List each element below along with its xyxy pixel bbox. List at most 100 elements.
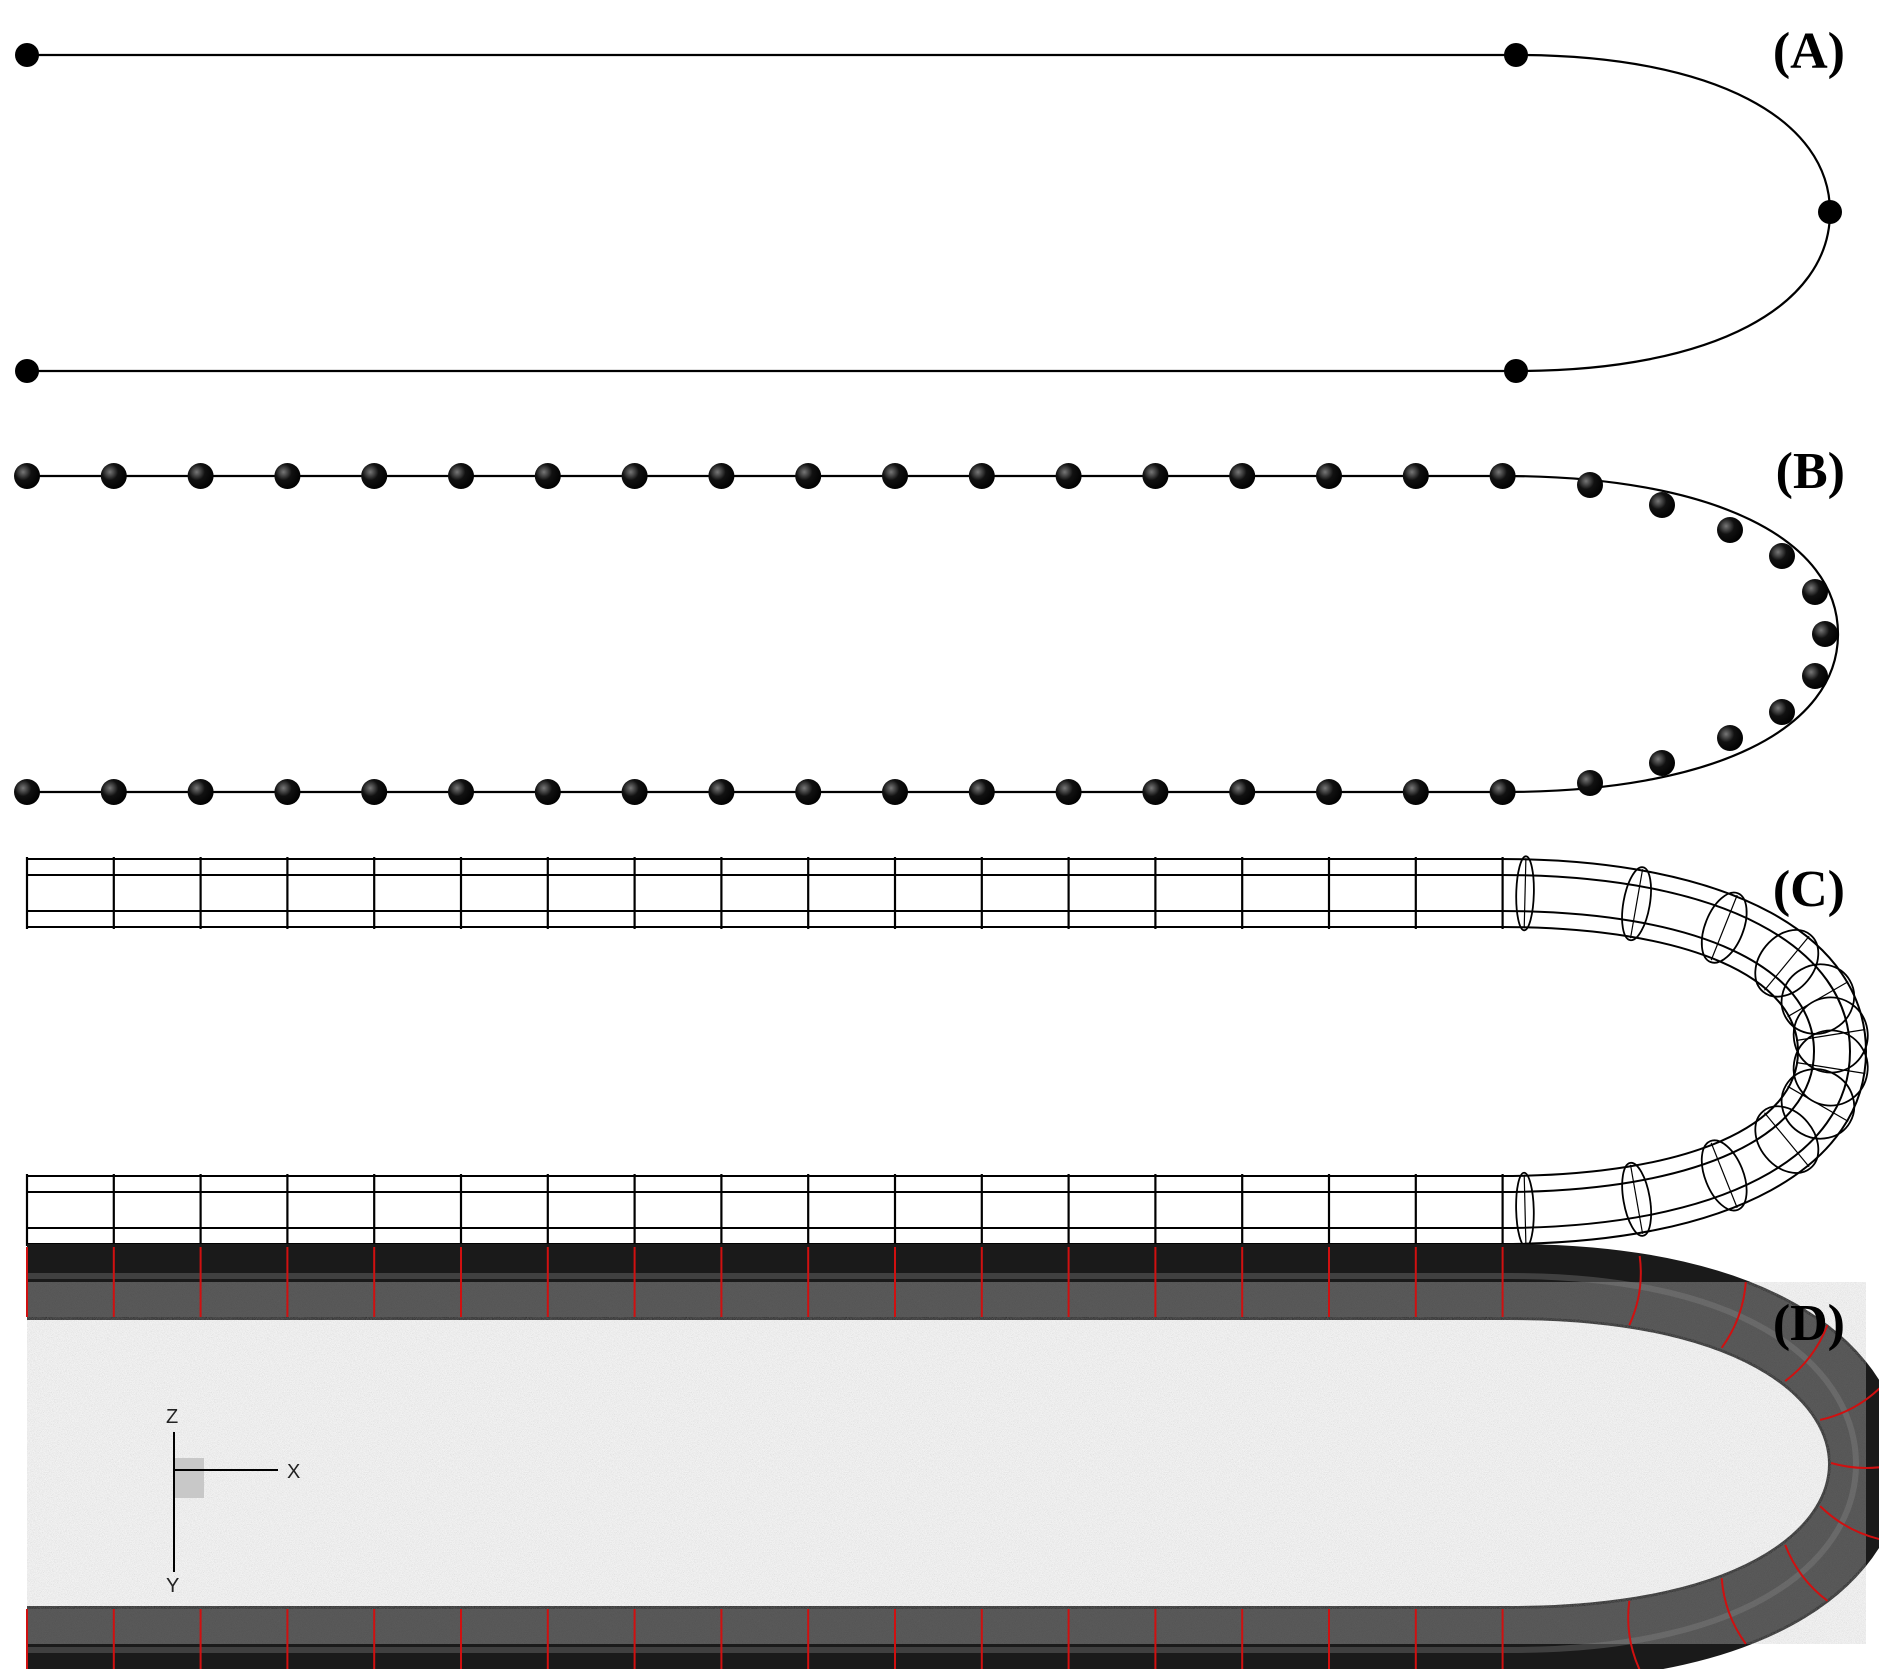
axis-triad: Z X Y: [166, 1406, 300, 1597]
panel-b-node: [882, 463, 908, 489]
panel-b-node: [534, 779, 561, 805]
panel-c-bend-spoke: [1710, 894, 1738, 961]
panel-d-tube-highlight: [27, 1273, 1860, 1653]
panel-c-bend-ring: [1780, 1068, 1856, 1140]
panel-c-bend-line: [1499, 874, 1852, 1229]
panel-b-node: [1717, 725, 1743, 751]
panel-b-node: [1142, 463, 1169, 489]
panel-d-segment-dividers: [26, 1247, 1879, 1669]
panel-b-node: [1649, 750, 1675, 776]
panel-c-bend-spoke: [1764, 935, 1810, 991]
panel-b-node: [361, 463, 388, 489]
panel-b-centerline: [27, 474, 1840, 794]
panel-label-a: (A): [1773, 23, 1845, 80]
panel-b-node: [100, 463, 127, 489]
panel-c-bend-spoke: [1764, 1112, 1810, 1168]
panel-d-divider: [1784, 1544, 1829, 1602]
panel-b-node: [274, 463, 301, 489]
panel-c-wireframe: [25, 855, 1869, 1248]
panel-d-tube: [27, 1247, 1879, 1669]
panel-b-node: [448, 463, 474, 489]
panel-b-node: [1489, 463, 1516, 489]
panel-c-bend-ring: [1515, 855, 1535, 932]
panel-b-node: [1142, 779, 1169, 805]
panel-b-node: [968, 779, 995, 805]
panel-b-node: [1769, 699, 1795, 725]
x-axis-label: X: [287, 1461, 300, 1483]
panel-d-divider: [1819, 1505, 1879, 1540]
panel-a-node: [1504, 359, 1528, 383]
panel-a-centerline: [27, 53, 1832, 373]
panel-b-node: [621, 463, 648, 489]
panel-b-node: [534, 463, 561, 489]
panel-b-node: [1316, 779, 1342, 805]
panel-b-node: [1229, 779, 1256, 805]
panel-a-node: [1504, 43, 1528, 67]
panel-b: (B): [14, 443, 1845, 805]
panel-c-bend-ring: [1700, 891, 1748, 964]
panel-d-divider: [1830, 1462, 1879, 1469]
panel-b-node: [14, 463, 40, 489]
panel-c-bend-spoke: [1629, 1164, 1644, 1234]
panel-b-node: [1316, 463, 1342, 489]
panel-b-node: [187, 463, 214, 489]
panel-c-bend-ring: [1754, 1105, 1820, 1174]
panel-c-bend-ring: [1700, 1139, 1748, 1212]
panel-d-divider: [1627, 1600, 1641, 1669]
panel-c-bend-ring: [1792, 996, 1869, 1074]
panel-a-node: [1818, 200, 1842, 224]
panel-b-node: [100, 779, 127, 805]
panel-b-node: [1229, 463, 1256, 489]
panel-b-node: [882, 779, 908, 805]
panel-d: (D) Z X Y: [26, 1244, 1879, 1669]
panel-b-node: [795, 779, 822, 805]
panel-b-node: [1577, 770, 1603, 796]
panel-b-node: [1402, 463, 1429, 489]
panel-a-node: [15, 43, 39, 67]
panel-c: (C): [25, 855, 1869, 1248]
panel-a: (A): [15, 23, 1845, 383]
panel-b-nodes: [14, 463, 1838, 805]
panel-c-bend-ring: [1780, 963, 1856, 1035]
panel-b-node: [274, 779, 301, 805]
panel-c-bend-spoke: [1710, 1142, 1738, 1209]
panel-c-bend-spoke: [1523, 858, 1527, 929]
panel-b-node: [1577, 472, 1603, 498]
panel-b-node: [1402, 779, 1429, 805]
panel-d-divider: [1720, 1578, 1747, 1645]
panel-b-node: [1649, 492, 1675, 518]
panel-d-divider: [1819, 1387, 1879, 1421]
panel-b-node: [795, 463, 822, 489]
z-axis-label: Z: [166, 1406, 178, 1428]
panel-b-node: [1489, 779, 1516, 805]
panel-b-node: [968, 463, 995, 489]
panel-b-node: [14, 779, 40, 805]
panel-b-node: [1717, 517, 1743, 543]
panel-b-node: [1055, 779, 1082, 805]
panel-b-node: [187, 779, 214, 805]
panel-c-bend-ring: [1754, 929, 1820, 998]
panel-d-divider: [1628, 1255, 1642, 1326]
axis-origin-square: [174, 1458, 204, 1498]
panel-c-bend-line: [1499, 926, 1800, 1177]
panel-b-node: [361, 779, 388, 805]
panel-c-bend-ring: [1792, 1029, 1869, 1107]
panel-b-node: [1802, 579, 1828, 605]
panel-b-node: [708, 463, 735, 489]
panel-c-bend-line: [1499, 910, 1816, 1193]
panel-d-divider: [1720, 1282, 1747, 1349]
panel-c-bend-ring: [1621, 866, 1652, 942]
panel-b-node: [621, 779, 648, 805]
panel-d-tube-outline: [27, 1244, 1879, 1669]
panel-c-bend-spoke: [1796, 1061, 1866, 1075]
panel-c-bend-spoke: [1523, 1174, 1527, 1245]
panel-label-c: (C): [1773, 861, 1845, 918]
panel-c-bend-spoke: [1629, 869, 1644, 939]
panel-c-bend-ring: [1621, 1161, 1653, 1237]
panel-b-node: [1802, 663, 1828, 689]
panel-c-bend-line: [1499, 858, 1868, 1245]
panel-b-node: [1812, 621, 1838, 647]
panel-b-node: [448, 779, 474, 805]
panel-label-d: (D): [1773, 1295, 1845, 1352]
